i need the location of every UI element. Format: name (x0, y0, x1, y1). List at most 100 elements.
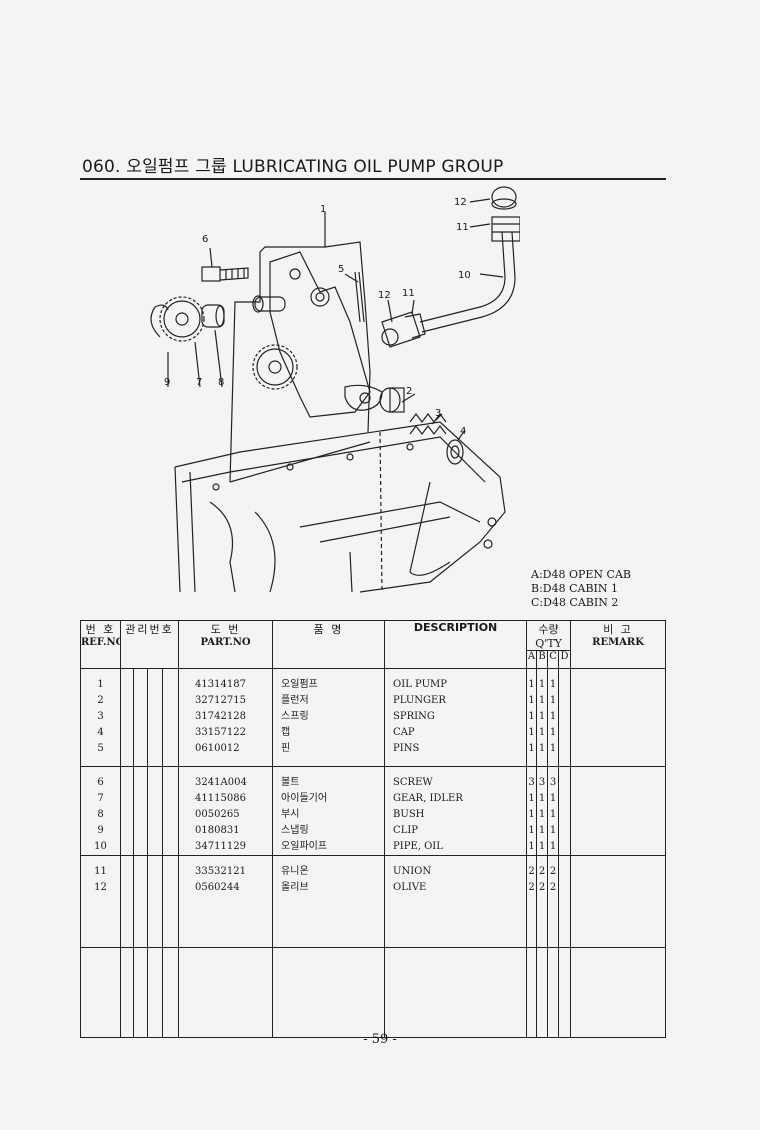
part-no: 33532121 (195, 866, 246, 877)
header-mgmt: 관리번호 (119, 620, 180, 669)
empty-cell (120, 855, 134, 948)
qty-b: 1 (538, 679, 546, 690)
korean-name: 플런저 (281, 695, 309, 706)
korean-name: 아이들기어 (281, 793, 328, 804)
qty-a: 1 (528, 695, 535, 706)
empty-cell (558, 855, 572, 948)
callout-4: 4 (460, 426, 466, 437)
page-title: 060. 오일펌프 그룹 LUBRICATING OIL PUMP GROUP (82, 157, 504, 177)
callout-3: 3 (435, 408, 441, 419)
qty-c: 1 (549, 695, 557, 706)
callout-9: 9 (164, 377, 170, 388)
empty-cell (147, 766, 163, 856)
qty-a: 1 (528, 679, 535, 690)
part-no: 33157122 (195, 727, 246, 738)
qty-c: 1 (549, 727, 557, 738)
empty-cell (570, 766, 667, 856)
header-qty: 수량 Q'TY (526, 620, 572, 651)
header-qty-b: B (536, 650, 549, 669)
korean-name: 부시 (281, 809, 300, 820)
parts-table: 번 호 REF.NO 관리번호 도 번 PART.NO 품 명 DESCRIPT… (80, 620, 667, 1038)
empty-cell (570, 947, 667, 1038)
empty-cell (133, 947, 148, 1038)
ref-no: 7 (97, 793, 104, 804)
description: PLUNGER (393, 695, 446, 706)
qty-a: 1 (528, 743, 535, 754)
korean-name: 스프링 (281, 711, 309, 722)
description-cell: UNION OLIVE (384, 855, 528, 948)
qty-b: 1 (538, 825, 546, 836)
qty-a: 1 (528, 809, 535, 820)
callout-2: 2 (406, 386, 412, 397)
part-no: 31742128 (195, 711, 246, 722)
header-part: 도 번 PART.NO (178, 620, 274, 669)
qty-b: 1 (538, 711, 546, 722)
qty-c: 1 (549, 793, 557, 804)
qty-b: 1 (538, 793, 546, 804)
empty-cell (133, 668, 148, 767)
qty-b: 1 (538, 743, 546, 754)
qty-c: 1 (549, 825, 557, 836)
callout-8: 8 (218, 377, 224, 388)
korean-name: 핀 (281, 743, 291, 754)
header-ref-en: REF.NO (81, 637, 121, 648)
empty-cell (161, 766, 180, 856)
empty-cell (570, 668, 667, 767)
ref-no: 4 (97, 727, 104, 738)
part-no-cell (178, 947, 274, 1038)
empty-cell (147, 855, 163, 948)
qty-c: 1 (549, 711, 557, 722)
korean-name: 유니온 (281, 866, 309, 877)
qty-a: 1 (528, 711, 535, 722)
header-remark: 비 고 REMARK (570, 620, 667, 669)
header-ref: 번 호 REF.NO (80, 620, 121, 669)
empty-cell (161, 668, 180, 767)
qty-b: 1 (538, 809, 546, 820)
empty-cell (120, 668, 134, 767)
callout-5: 5 (338, 264, 344, 275)
ref-no: 9 (97, 825, 104, 836)
header-qty-c: C (547, 650, 560, 669)
header-description: DESCRIPTION (384, 620, 528, 669)
description: UNION (393, 866, 432, 877)
part-no: 41115086 (195, 793, 246, 804)
table-row-group (80, 947, 667, 1038)
empty-cell (161, 947, 180, 1038)
callout-6: 6 (202, 234, 208, 245)
ref-no: 2 (97, 695, 104, 706)
callout-11: 11 (402, 288, 415, 299)
ref-no-cell: 1 2 3 4 5 (80, 668, 121, 767)
part-no: 0050265 (195, 809, 240, 820)
description: BUSH (393, 809, 425, 820)
description: OLIVE (393, 882, 427, 893)
description: SCREW (393, 777, 433, 788)
empty-cell (570, 855, 667, 948)
ref-no: 5 (97, 743, 104, 754)
ref-no: 3 (97, 711, 104, 722)
title-underline (80, 178, 666, 180)
qty-c: 2 (549, 882, 557, 893)
qty-b: 2 (538, 882, 546, 893)
qty-c: 2 (549, 866, 557, 877)
cab-legend: A:D48 OPEN CAB B:D48 CABIN 1 C:D48 CABIN… (531, 568, 631, 610)
callout-11-pipe: 11 (456, 222, 469, 233)
callout-12: 12 (378, 290, 391, 301)
ref-no: 1 (97, 679, 104, 690)
description: GEAR, IDLER (393, 793, 463, 804)
qty-a-cell (526, 947, 538, 1038)
empty-cell (558, 947, 572, 1038)
